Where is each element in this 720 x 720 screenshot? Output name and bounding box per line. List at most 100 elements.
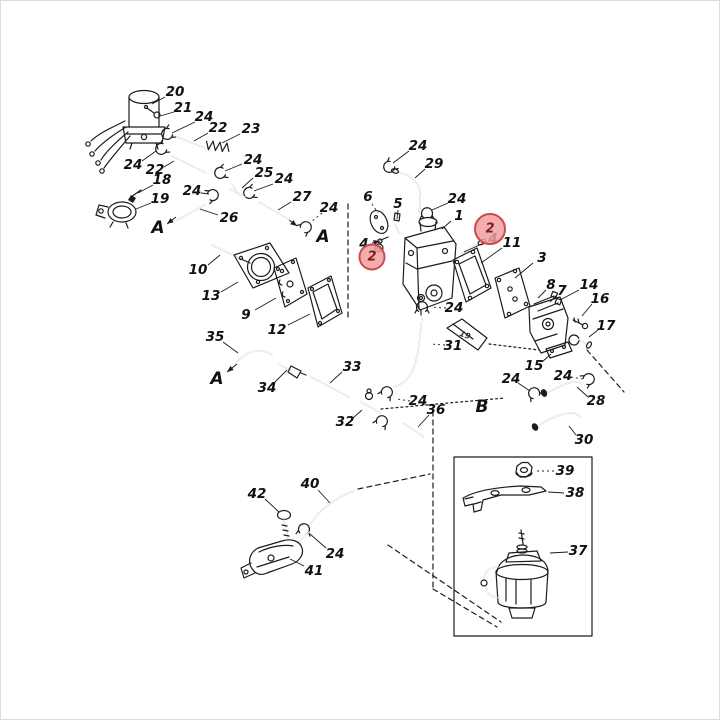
clamp-clip-24 <box>214 163 229 179</box>
leader-line <box>392 150 410 164</box>
leader-line <box>135 202 152 210</box>
part-label-32: 32 <box>336 414 355 430</box>
part-11-gasket <box>452 247 492 303</box>
leader-line <box>274 369 288 383</box>
part-label-24: 24 <box>275 171 294 187</box>
part-13-plate <box>233 242 290 289</box>
part-label-29: 29 <box>425 156 444 172</box>
part-label-27: 27 <box>293 189 312 205</box>
part-label-19: 19 <box>151 191 170 207</box>
part-29-hose <box>390 168 422 214</box>
clamp-clip-24 <box>372 415 388 431</box>
leader-line <box>253 183 274 192</box>
leader-line <box>310 212 323 223</box>
part-label-42: 42 <box>247 486 267 502</box>
part-label-28: 28 <box>587 393 606 409</box>
part-41-fuel-connector <box>240 531 310 579</box>
part-label-7: 7 <box>557 283 567 299</box>
highlight-circle <box>358 243 386 271</box>
part-label-33: 33 <box>343 359 362 375</box>
section-letter-A: A <box>149 218 164 238</box>
highlight-label: 2 <box>367 250 376 265</box>
part-label-24: 24 <box>183 183 202 199</box>
leader-line <box>568 425 577 436</box>
part-20-solenoid <box>85 89 166 174</box>
part-label-24: 24 <box>326 546 345 562</box>
part-30-hose <box>531 412 582 431</box>
part-label-24: 24 <box>320 200 339 216</box>
arrowhead <box>290 220 297 226</box>
part-label-17: 17 <box>597 318 616 334</box>
leader-line <box>277 201 292 211</box>
leader-line <box>549 551 569 554</box>
section-letter-B: B <box>476 397 489 417</box>
part-5-plunger <box>393 212 401 234</box>
leader-lines <box>135 96 599 567</box>
part-14-fuel-pump <box>528 296 569 354</box>
clamp-clip-24 <box>243 183 258 199</box>
leader-line <box>396 209 399 220</box>
part-27-pipe <box>258 201 289 220</box>
leader-line <box>559 289 580 301</box>
leader-line <box>207 254 221 266</box>
part-label-10: 10 <box>189 262 208 278</box>
part-22-pipe <box>171 136 211 174</box>
leader-line <box>581 303 593 317</box>
part-label-20: 20 <box>166 84 185 100</box>
leader-line <box>517 382 531 392</box>
part-label-24: 24 <box>244 152 263 168</box>
leader-line <box>576 386 589 398</box>
clamp-clip-24 <box>377 386 393 402</box>
leader-line <box>396 398 411 402</box>
leader-line <box>541 353 552 363</box>
leader-line <box>221 133 241 144</box>
part-label-23: 23 <box>242 121 261 137</box>
leader-line <box>309 533 327 549</box>
leader-line <box>371 203 379 214</box>
part-label-11: 11 <box>503 235 522 251</box>
leader-line <box>329 371 343 384</box>
part-label-6: 6 <box>363 189 372 205</box>
clamp-clip-24 <box>579 373 595 389</box>
part-label-8: 8 <box>546 277 555 293</box>
part-label-22: 22 <box>209 120 228 136</box>
part-label-5: 5 <box>393 196 402 212</box>
part-label-13: 13 <box>202 288 221 304</box>
leader-line <box>264 498 280 513</box>
part-label-26: 26 <box>220 210 239 226</box>
leader-line <box>514 262 534 279</box>
leader-line <box>547 491 565 494</box>
part-label-30: 30 <box>575 432 594 448</box>
part-label-24: 24 <box>445 300 464 316</box>
part-33-pipe <box>310 376 350 398</box>
part-31-pipe <box>393 316 423 388</box>
clamp-clip-24 <box>528 387 544 403</box>
clamp-clip-24 <box>161 124 177 140</box>
leader-line <box>431 202 449 211</box>
clamp-clip-24 <box>295 523 311 537</box>
part-label-38: 38 <box>566 485 585 501</box>
diagram-line-art <box>85 89 625 637</box>
part-label-39: 39 <box>556 463 575 479</box>
part-25-joint <box>229 183 246 198</box>
part-label-35: 35 <box>206 329 225 345</box>
leader-line <box>287 313 311 326</box>
part-34-connector <box>277 363 307 379</box>
leader-line <box>241 177 254 189</box>
part-label-40: 40 <box>300 476 320 492</box>
part-23-spring <box>205 140 230 153</box>
leader-line <box>222 341 239 354</box>
part-label-18: 18 <box>153 172 172 188</box>
part-18-bolt <box>128 189 142 203</box>
part-label-16: 16 <box>591 291 610 307</box>
part-label-25: 25 <box>255 165 274 181</box>
highlight-label: 2 <box>485 222 494 237</box>
section-letter-A: A <box>314 227 329 247</box>
part-label-14: 14 <box>580 277 599 293</box>
arrowhead <box>227 365 234 372</box>
part-label-24: 24 <box>195 109 214 125</box>
leader-line <box>193 132 209 142</box>
part-38-bracket <box>462 485 547 513</box>
part-21-screw <box>143 104 161 119</box>
